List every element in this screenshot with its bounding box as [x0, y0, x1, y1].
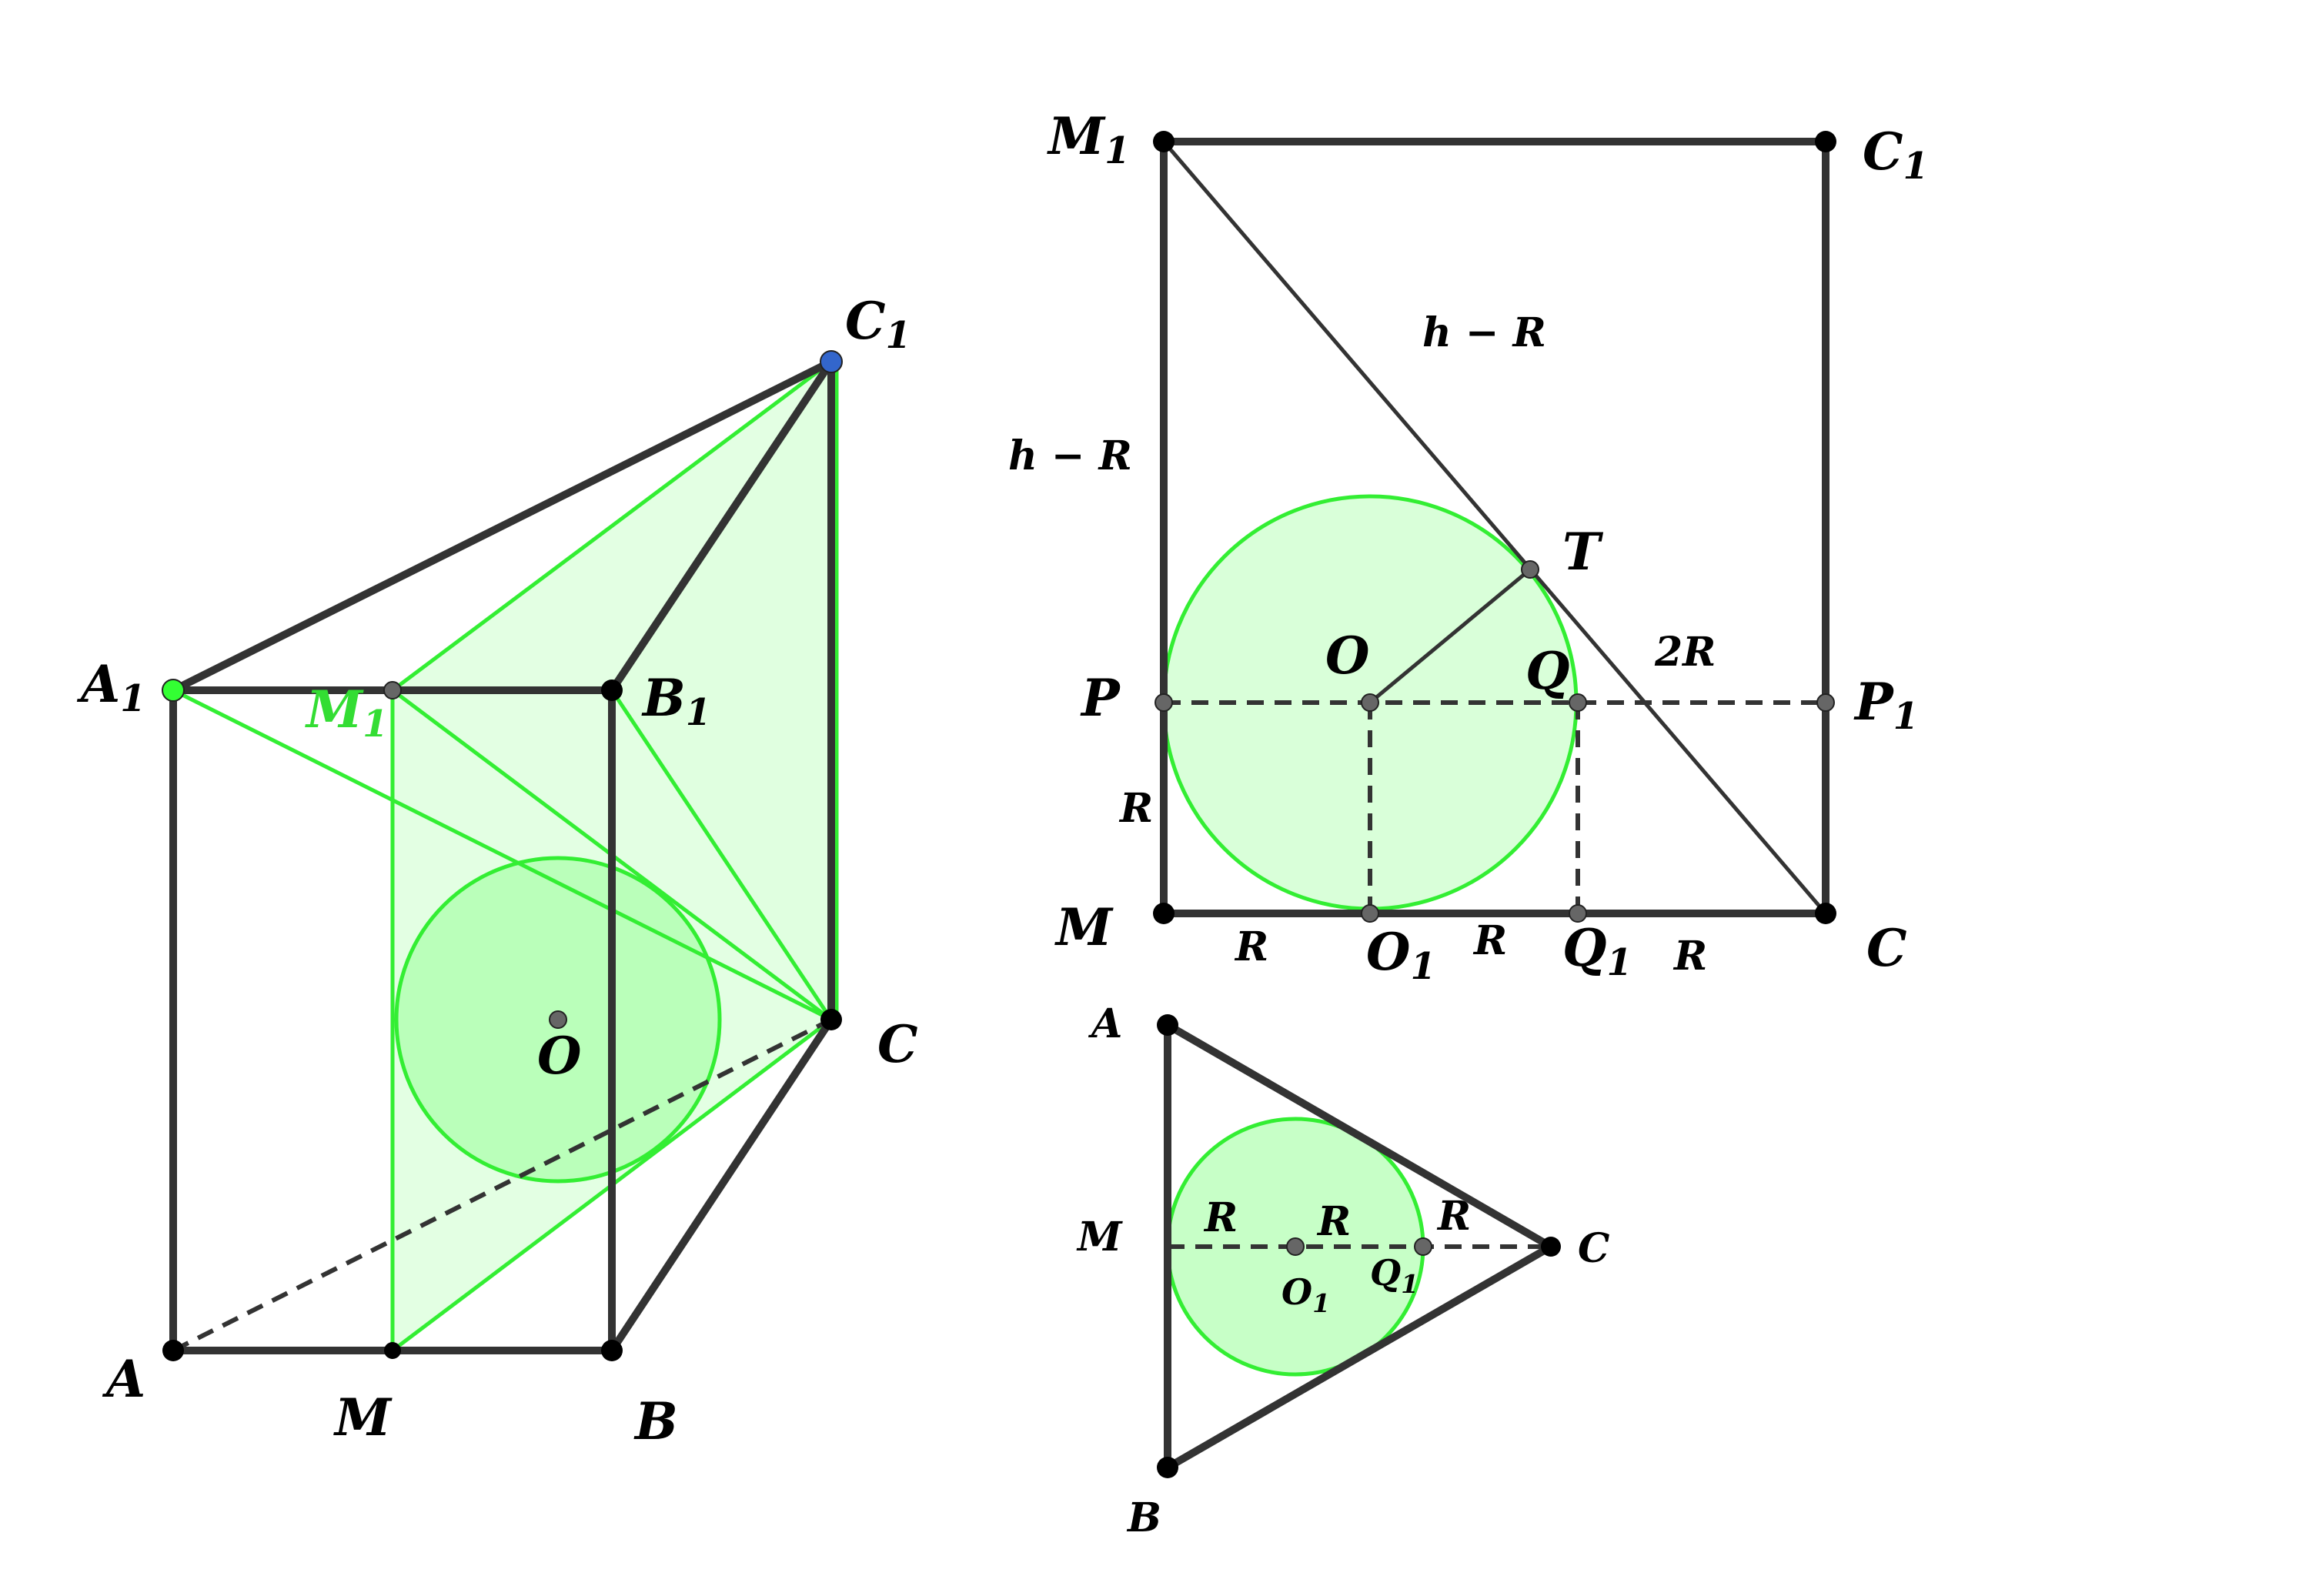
point-P1	[1816, 693, 1835, 712]
label-M-rect: M	[1054, 897, 1114, 957]
point-O1-tri	[1286, 1237, 1305, 1256]
label-B-tri: B	[1126, 1494, 1161, 1541]
point-M1-rect	[1153, 131, 1175, 152]
length-diag-lower: 2R	[1654, 629, 1716, 676]
point-O-rect	[1361, 693, 1379, 712]
length-r3: R	[1436, 1193, 1471, 1240]
side-face-fill	[612, 362, 831, 1020]
label-Q1-rect: Q1	[1562, 918, 1632, 984]
label-O1-rect: O1	[1366, 922, 1436, 988]
point-C-rect	[1815, 903, 1836, 924]
label-M1: M1	[305, 679, 388, 746]
radius-O-T	[1368, 568, 1532, 704]
label-Q1-tri: Q1	[1370, 1252, 1418, 1299]
diagonal-M1-C	[1162, 140, 1827, 915]
length-r1: R	[1203, 1194, 1238, 1241]
point-Q1-rect	[1569, 904, 1587, 923]
point-M-rect	[1153, 903, 1175, 924]
edge-B1-C1	[608, 358, 835, 694]
rect-M-C-C1-M1	[1160, 138, 1829, 917]
triangle-base: A B C M O1 Q1 R R R	[1076, 1000, 1609, 1541]
label-C-rect: C	[1866, 918, 1907, 978]
label-C1: C1	[845, 291, 911, 357]
label-C: C	[877, 1014, 918, 1074]
label-O1-tri: O1	[1281, 1271, 1330, 1318]
length-bottom-1: R	[1234, 923, 1268, 970]
label-B: B	[633, 1391, 678, 1451]
label-P1: P1	[1853, 672, 1919, 738]
label-P: P	[1080, 668, 1121, 728]
point-A1	[162, 679, 185, 702]
edge-B-C	[608, 1016, 835, 1354]
label-O-rect: O	[1325, 626, 1370, 686]
length-r2: R	[1316, 1198, 1351, 1245]
label-Q: Q	[1525, 641, 1570, 701]
prism-figure: A1 M1 B1 C1 C O A M B	[76, 291, 918, 1451]
label-A1: A1	[76, 654, 145, 720]
point-O	[549, 1010, 567, 1029]
label-C-tri: C	[1578, 1225, 1609, 1272]
rectangle-section: M1 C1 P P1 O Q T M C O1 Q1 h − R h − R R…	[1008, 106, 1929, 988]
label-A: A	[102, 1349, 145, 1409]
label-C1-rect: C1	[1863, 122, 1929, 188]
line-M1-C1	[391, 359, 833, 693]
length-bottom-3: R	[1672, 933, 1707, 980]
label-T: T	[1562, 522, 1604, 582]
label-M-tri: M	[1076, 1214, 1123, 1260]
length-bottom-2: R	[1472, 917, 1507, 964]
point-B-tri	[1157, 1457, 1178, 1478]
line-B1-C	[610, 689, 834, 1021]
edge-A1-C1	[169, 358, 835, 694]
label-M1-rect: M1	[1047, 106, 1130, 172]
point-C	[820, 1009, 842, 1030]
point-M	[384, 1342, 401, 1359]
point-A	[162, 1340, 184, 1361]
point-Q1-tri	[1414, 1237, 1432, 1256]
point-M1	[383, 681, 402, 700]
label-A-tri: A	[1088, 1000, 1122, 1047]
point-C1-rect	[1815, 131, 1836, 152]
length-left-lower: R	[1118, 785, 1153, 832]
label-O: O	[537, 1026, 582, 1086]
line-A1-C	[172, 688, 833, 1022]
length-diag-upper: h − R	[1422, 309, 1546, 356]
length-left-upper: h − R	[1008, 432, 1132, 479]
label-B1: B1	[641, 668, 711, 734]
point-C1	[820, 350, 843, 373]
label-M: M	[333, 1387, 393, 1447]
hidden-edge-A-C	[172, 1017, 833, 1353]
point-P	[1154, 693, 1173, 712]
point-B	[601, 1340, 623, 1361]
point-C-tri	[1541, 1237, 1561, 1257]
point-A-tri	[1157, 1014, 1178, 1036]
point-T	[1521, 560, 1539, 579]
point-B1	[601, 679, 623, 701]
point-Q	[1569, 693, 1587, 712]
point-O1-rect	[1361, 904, 1379, 923]
